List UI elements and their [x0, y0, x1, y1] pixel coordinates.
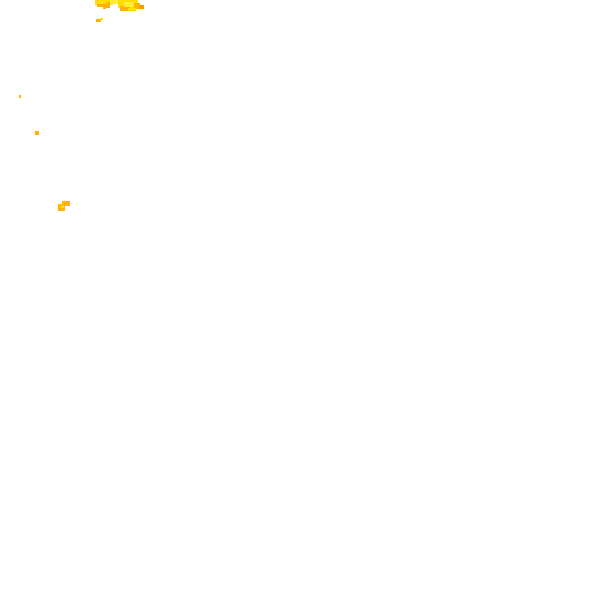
precip-cell: [19, 95, 21, 98]
precip-patch: [58, 201, 70, 211]
precip-cell: [95, 0, 113, 5]
precip-cell: [103, 6, 106, 9]
precip-cell: [120, 6, 130, 11]
precip-cell: [96, 19, 101, 22]
precip-cell: [100, 18, 103, 20]
precip-cell: [97, 4, 107, 7]
precip-cell: [128, 8, 136, 11]
precip-cluster-top: [95, 0, 144, 11]
precip-cell: [139, 5, 144, 9]
precip-cell: [35, 131, 39, 135]
precip-cell: [134, 3, 140, 9]
precip-cell: [61, 205, 64, 208]
precip-speck-1: [96, 18, 103, 22]
precip-cell: [124, 2, 134, 7]
precip-cell: [106, 2, 110, 8]
precip-speck-3: [35, 131, 39, 135]
precip-speck-2: [19, 95, 21, 98]
precip-cell: [110, 0, 122, 4]
precip-cell: [62, 201, 70, 206]
